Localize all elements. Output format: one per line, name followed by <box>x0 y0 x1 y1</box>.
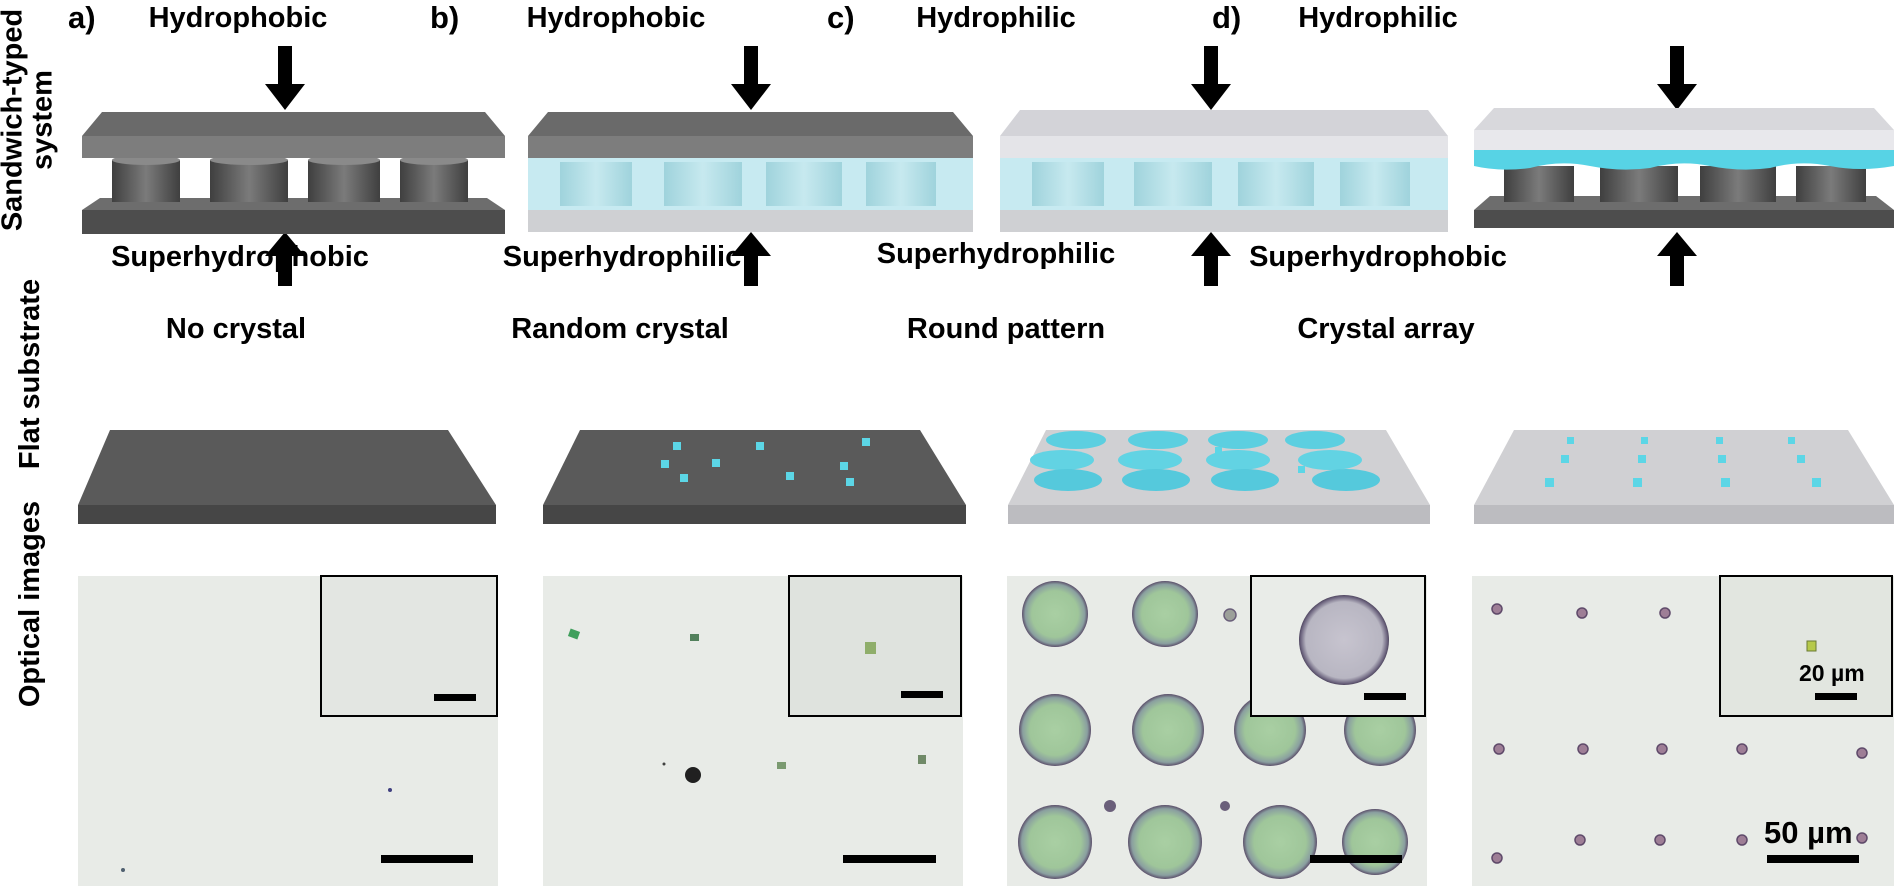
crystal-dots <box>1491 603 1868 864</box>
sandwich-d <box>1474 46 1894 286</box>
inset-d <box>1719 575 1893 717</box>
arrow-down-c <box>1191 46 1231 110</box>
optical-image-d <box>1472 575 1894 886</box>
round-pattern-discs <box>1030 431 1380 491</box>
scale-bar-label: 50 µm <box>1764 815 1853 850</box>
arrow-up-d <box>1657 232 1697 286</box>
top-label-c: Hydrophilic <box>916 2 1076 34</box>
arrow-down-b <box>731 46 771 110</box>
result-label-b: Random crystal <box>511 313 729 345</box>
panel-label-b: b) <box>430 0 460 35</box>
round-droplets <box>1018 581 1416 879</box>
scale-bar-c <box>1310 855 1402 863</box>
result-label-a: No crystal <box>165 313 307 345</box>
optical-image-b <box>543 575 963 886</box>
arrow-up-a <box>265 232 305 286</box>
bottom-label-c: Superhydrophilic <box>876 238 1116 270</box>
inset-scale-bar-d <box>1815 693 1857 700</box>
bottom-label-a: Superhydrophobic <box>111 241 369 273</box>
random-crystals <box>661 438 870 486</box>
scale-bar-b <box>843 855 936 863</box>
optical-image-c <box>1007 575 1427 886</box>
arrow-down-a <box>265 46 305 110</box>
arrow-up-c <box>1191 232 1231 286</box>
substrate-c <box>1008 430 1430 524</box>
result-label-c: Round pattern <box>906 313 1106 345</box>
result-label-d: Crystal array <box>1297 313 1475 345</box>
bottom-label-d: Superhydrophobic <box>1249 241 1507 273</box>
panel-label-c: c) <box>827 0 855 35</box>
scale-bar-a <box>381 855 473 863</box>
sandwich-a <box>82 46 505 286</box>
inset-scale-bar-label: 20 µm <box>1799 660 1865 686</box>
substrate-d <box>1474 430 1894 524</box>
top-label-d: Hydrophilic <box>1298 2 1458 34</box>
crystal-array <box>1545 437 1821 487</box>
inset-a <box>320 575 498 717</box>
arrow-down-d <box>1657 46 1697 110</box>
bottom-label-b: Superhydrophilic <box>502 241 742 273</box>
top-label-b: Hydrophobic <box>526 2 706 34</box>
top-label-a: Hydrophobic <box>148 2 328 34</box>
inset-scale-bar-c <box>1364 693 1406 700</box>
sandwich-b <box>528 46 973 286</box>
inset-scale-bar-a <box>434 694 476 701</box>
substrate-b <box>543 430 966 524</box>
arrow-up-b <box>731 232 771 286</box>
substrate-a <box>78 430 496 524</box>
sandwich-c <box>1000 46 1448 286</box>
inset-scale-bar-b <box>901 691 943 698</box>
panel-label-a: a) <box>68 0 96 35</box>
scale-bar-d <box>1767 855 1859 863</box>
panel-label-d: d) <box>1212 0 1242 35</box>
optical-image-a <box>78 575 498 886</box>
